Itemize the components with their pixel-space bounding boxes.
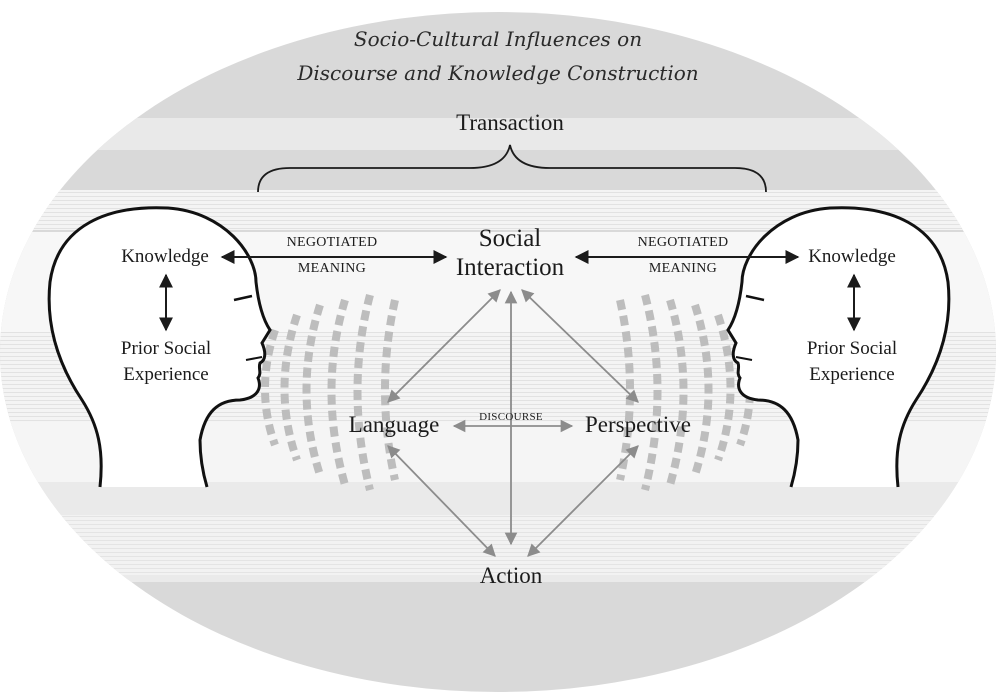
right-prior-line-2: Experience bbox=[809, 364, 894, 385]
arrow-social-perspective bbox=[521, 289, 639, 403]
left-prior-line-1: Prior Social bbox=[121, 338, 211, 359]
transaction-brace bbox=[257, 144, 767, 193]
left-head-eye bbox=[233, 294, 253, 302]
arrow-perspective-action bbox=[527, 445, 639, 557]
left-head-silhouette bbox=[47, 206, 272, 488]
left-prior-line-2: Experience bbox=[123, 364, 208, 385]
left-knowledge: Knowledge bbox=[121, 246, 209, 267]
right-head-silhouette bbox=[726, 206, 951, 488]
arrow-language-action bbox=[387, 445, 496, 557]
left-meaning-label: MEANING bbox=[298, 261, 366, 276]
node-discourse: DISCOURSE bbox=[479, 411, 543, 423]
right-knowledge: Knowledge bbox=[808, 246, 896, 267]
right-meaning-label: MEANING bbox=[649, 261, 717, 276]
transaction-label: Transaction bbox=[456, 110, 564, 135]
relation-arrows bbox=[387, 289, 639, 557]
right-prior-line-1: Prior Social bbox=[807, 338, 897, 359]
node-action: Action bbox=[480, 563, 543, 588]
title-line-1: Socio-Cultural Influences on bbox=[354, 27, 642, 51]
node-language: Language bbox=[349, 412, 440, 437]
title-line-2: Discourse and Knowledge Construction bbox=[296, 61, 698, 85]
right-head-eye bbox=[745, 294, 765, 302]
social-interaction-line-2: Interaction bbox=[456, 254, 565, 281]
node-perspective: Perspective bbox=[585, 412, 691, 437]
left-head-mouth bbox=[245, 356, 263, 361]
social-interaction-line-1: Social bbox=[479, 225, 542, 252]
arrow-social-language bbox=[387, 289, 501, 403]
right-head-mouth bbox=[735, 356, 753, 361]
left-negotiated-label: NEGOTIATED bbox=[287, 235, 378, 250]
right-negotiated-label: NEGOTIATED bbox=[638, 235, 729, 250]
